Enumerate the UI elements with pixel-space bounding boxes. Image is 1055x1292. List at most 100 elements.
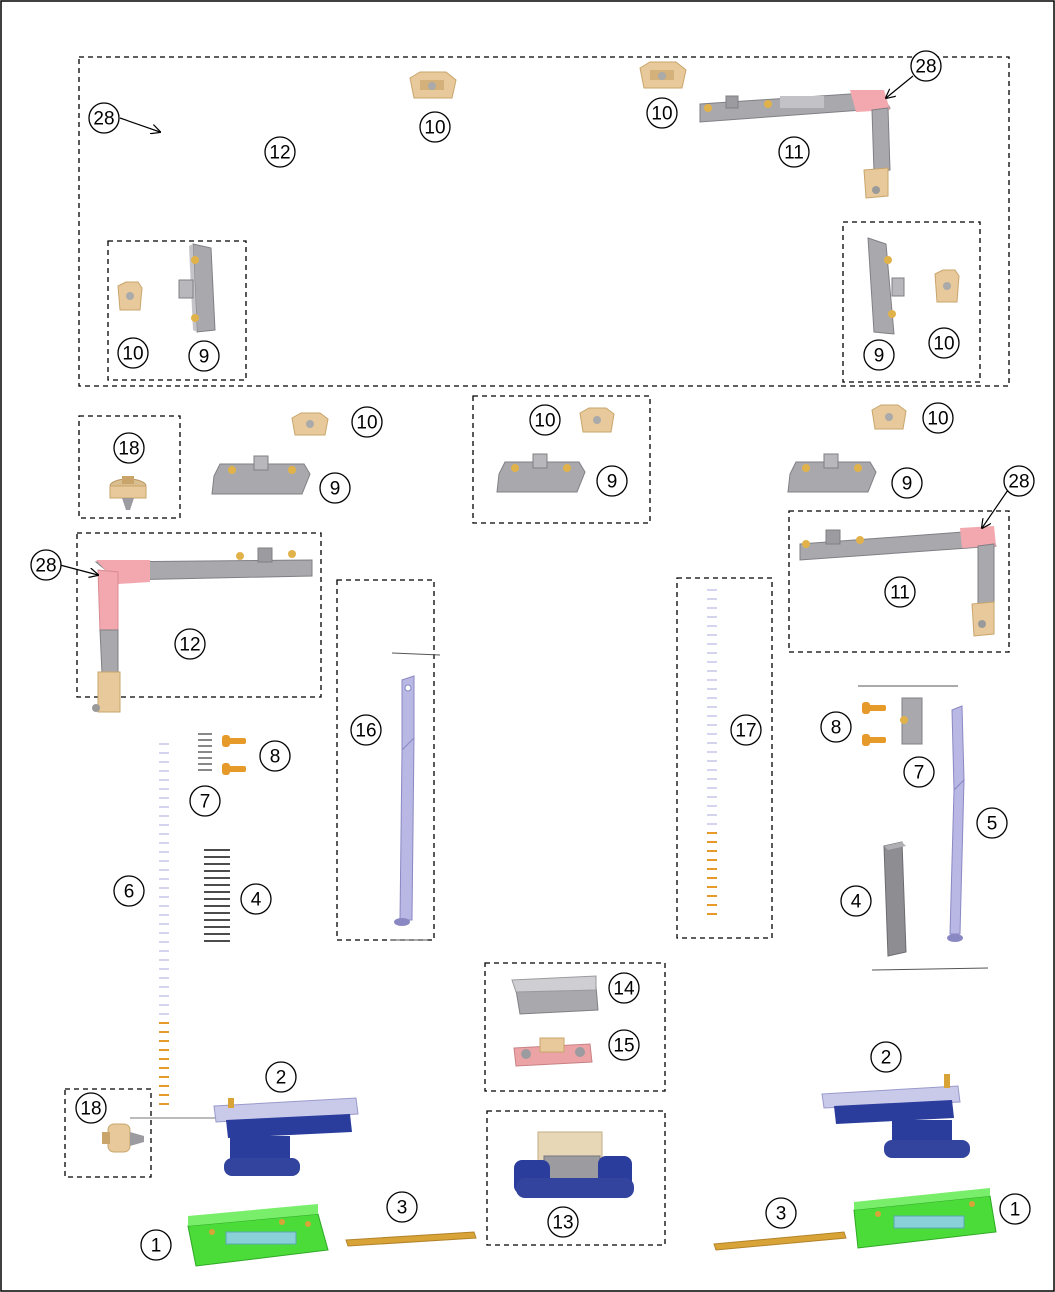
- stay-arm: [511, 975, 599, 1015]
- leader-28-right: [982, 489, 1009, 528]
- callout-number: 16: [355, 721, 376, 742]
- center-hinge: [514, 1131, 634, 1198]
- callout-number: 12: [179, 635, 200, 656]
- callout-number: 3: [397, 1198, 408, 1219]
- callout-circle: [113, 875, 145, 907]
- right-rod-group-box: [676, 577, 773, 939]
- callout-circle: [259, 740, 291, 772]
- callout-number: 2: [276, 1068, 287, 1089]
- callout-28-top-right: 28: [910, 50, 942, 82]
- top-frame-group-box: [78, 56, 1010, 387]
- callout-circle: [596, 465, 628, 497]
- callout-circle: [240, 883, 272, 915]
- callout-number: 5: [987, 814, 998, 835]
- callout-number: 12: [269, 143, 290, 164]
- base-plate-left: [187, 1204, 329, 1267]
- callout-1-right: 1: [999, 1193, 1031, 1225]
- keeper-housing-mid-left: [291, 412, 329, 436]
- callout-number: 10: [122, 344, 143, 365]
- callout-circle: [870, 1041, 902, 1073]
- pin-left: [345, 1231, 477, 1247]
- callout-circle: [30, 549, 62, 581]
- callout-circle: [820, 711, 852, 743]
- callout-9-left-box: 9: [188, 340, 220, 372]
- corner-drive-top: [699, 90, 891, 199]
- callout-9-mid-left: 9: [319, 472, 351, 504]
- callout-9-right-box: 9: [863, 339, 895, 371]
- callout-16: 16: [350, 714, 382, 746]
- screws-left: [222, 735, 246, 775]
- drive-rod-right: [858, 685, 989, 971]
- callout-number: 11: [890, 583, 910, 604]
- leader-28-top-left: [119, 117, 160, 132]
- callout-2-left: 2: [265, 1061, 297, 1093]
- corner-drive-left: [92, 547, 313, 713]
- keeper-plate-mid-right: [787, 453, 877, 493]
- callout-circle: [840, 885, 872, 917]
- callout-6: 6: [113, 875, 145, 907]
- callout-10-left-box: 10: [117, 337, 149, 369]
- left-corner-group-box: [76, 532, 322, 698]
- callout-number: 9: [199, 347, 210, 368]
- callout-number: 13: [552, 1213, 573, 1234]
- callout-number: 4: [851, 892, 862, 913]
- callout-circle: [999, 1193, 1031, 1225]
- callout-number: 9: [874, 346, 885, 367]
- callout-circle: [765, 1197, 797, 1229]
- callout-circle: [928, 327, 960, 359]
- callout-number: 4: [251, 890, 262, 911]
- bracket-right: [900, 697, 923, 745]
- center-keeper-group-box: [472, 395, 651, 524]
- callout-circle: [174, 628, 206, 660]
- callout-number: 10: [933, 334, 954, 355]
- hinge-group-box: [486, 1110, 666, 1246]
- part-drawings: [92, 61, 997, 1267]
- stay-pad: [513, 1037, 593, 1067]
- roller-cam-bottom: [102, 1123, 144, 1153]
- callout-circle: [350, 714, 382, 746]
- base-plate-right: [853, 1188, 997, 1249]
- callout-number: 18: [80, 1099, 101, 1120]
- callout-number: 10: [534, 411, 555, 432]
- callout-10-mid-right: 10: [922, 402, 954, 434]
- drive-rod-left: [390, 652, 441, 941]
- left-roller-group-box: [78, 415, 181, 519]
- callout-circle: [903, 756, 935, 788]
- callout-3-left: 3: [386, 1191, 418, 1223]
- callout-number: 11: [784, 143, 804, 164]
- callout-28-top-left: 28: [88, 102, 120, 134]
- leader-arrows: [59, 75, 1009, 575]
- callout-circle: [319, 472, 351, 504]
- callout-18-top: 18: [113, 432, 145, 464]
- callout-2-right: 2: [870, 1041, 902, 1073]
- group-boxes: [64, 56, 1010, 1246]
- callout-number: 6: [124, 882, 135, 903]
- callout-circle: [778, 136, 810, 168]
- callout-17: 17: [730, 714, 762, 746]
- callout-number: 28: [35, 556, 56, 577]
- keeper-housing-top-center: [409, 71, 457, 99]
- callout-13: 13: [547, 1206, 579, 1238]
- callout-number: 18: [118, 439, 139, 460]
- callout-10-top-right: 10: [646, 97, 678, 129]
- leader-28-left: [59, 564, 98, 575]
- callout-circle: [351, 406, 383, 438]
- callout-3-right: 3: [765, 1197, 797, 1229]
- callout-number: 28: [915, 57, 936, 78]
- callout-number: 8: [831, 718, 842, 739]
- keeper-plate-right-vertical: [867, 237, 905, 335]
- callout-10-top-center: 10: [419, 111, 451, 143]
- callout-circle: [922, 402, 954, 434]
- spring-stack-left: [204, 849, 230, 942]
- callout-circle: [264, 136, 296, 168]
- callout-circle: [189, 785, 221, 817]
- corner-drive-right: [799, 526, 997, 637]
- callout-7-right: 7: [903, 756, 935, 788]
- callout-number: 9: [902, 474, 913, 495]
- callout-number: 9: [607, 472, 618, 493]
- callout-number: 28: [93, 109, 114, 130]
- callout-number: 10: [651, 104, 672, 125]
- callout-circle: [863, 339, 895, 371]
- leader-28-top-right: [886, 75, 914, 98]
